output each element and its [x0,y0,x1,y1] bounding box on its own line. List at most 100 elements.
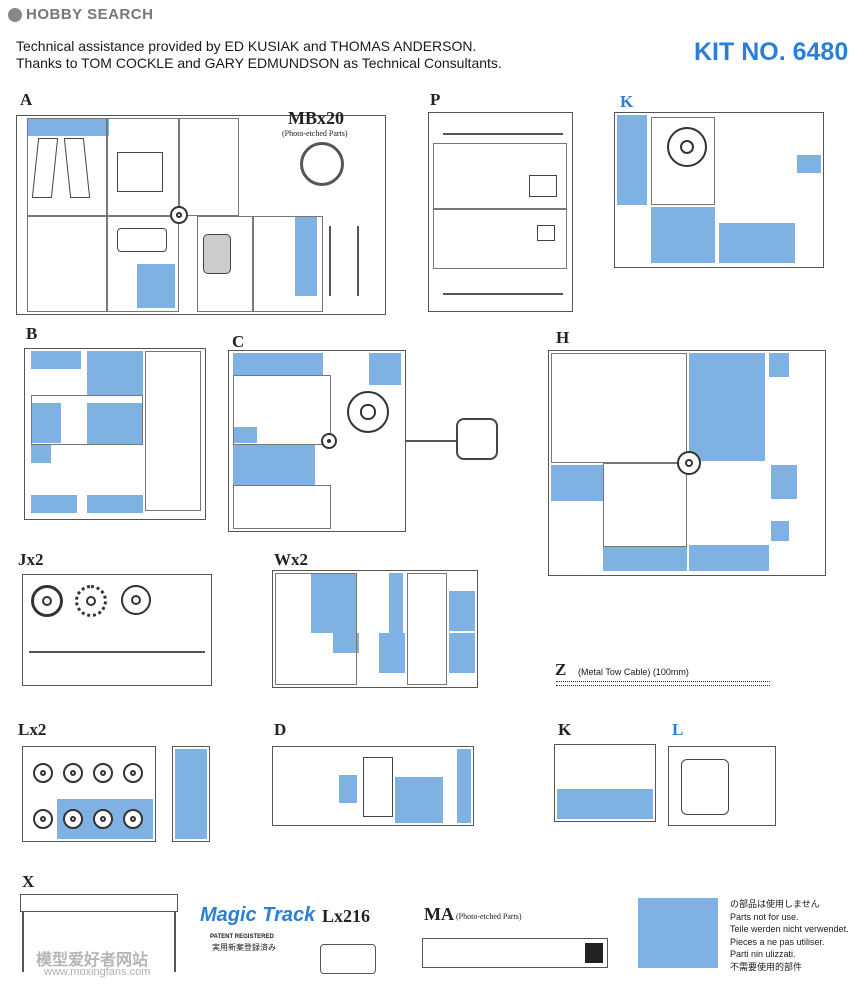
legend-line-en: Parts not for use. [730,911,799,922]
sprue-a-rod [329,226,331,296]
sprue-x-leg-right [174,912,176,972]
sprue-l2-wheel-5 [33,809,53,829]
sprue-l-label: L [672,720,684,739]
sprue-x-label: X [22,872,35,891]
sprue-a-gate-icon [170,206,188,224]
sprue-k-top-unused-right [797,155,821,173]
sprue-c-tow-rod [406,440,458,442]
sprue-a-part-hull [117,228,167,252]
sprue-j-ring-3 [121,585,151,615]
magic-track-logo: Magic Track [200,904,316,926]
mb-ring-part [300,142,344,186]
sprue-l2-side-unused [175,749,207,839]
sprue-d-unused-right [395,777,443,823]
sprue-a-label: A [20,90,33,109]
sprue-l-frame [668,746,776,826]
lx216-track-part [320,944,376,974]
sprue-b-unused-4 [87,403,143,445]
sprue-l2-wheel-2 [63,763,83,783]
legend-swatch [638,898,718,968]
sprue-w-unused-6 [449,633,475,673]
sprue-mb-note: (Photo-etched Parts) [282,129,348,138]
sprue-b-frame [24,348,206,520]
magic-track-patent: PATENT REGISTERED [210,934,274,940]
sprue-w-unused-1 [311,573,357,633]
sprue-b-unused-3 [31,403,61,443]
sprue-x-leg-left [22,912,24,972]
sprue-ma-label: MA [424,904,454,924]
sprue-p-bar-top [443,133,563,135]
sprue-b-cell-b [145,351,201,511]
sprue-b-cell-a [31,395,143,445]
sprue-l2-wheel-8 [123,809,143,829]
sprue-j-wheel-2 [75,585,107,617]
sprue-h-unused-bottom-left [603,547,687,571]
sprue-k-top-unused-9 [719,223,795,263]
sprue-b-unused-5 [31,445,51,463]
sprue-a-cell-2 [107,118,179,216]
sprue-a-cell-1 [27,118,107,216]
sprue-k-top-unused-12 [651,207,715,263]
sprue-k-top-frame [614,112,824,268]
sprue-a-cell-4 [27,216,107,312]
sprue-j-wheel-1 [31,585,63,617]
sprue-z-label: Z [555,660,567,679]
legend-line-jp: の部品は使用しません [730,899,820,909]
kit-number: KIT NO. 6480 [694,38,849,66]
credit-line-2: Thanks to TOM COCKLE and GARY EDMUNDSON … [16,55,502,71]
sprue-z-note: (Metal Tow Cable) (100mm) [578,667,689,677]
sprue-w-cell-a [275,573,357,685]
sprue-h-unused-left [551,465,603,501]
sprue-k-top-label: K [620,92,634,111]
legend-line-cn: 不需要使用的部件 [730,961,803,972]
sprue-ma-note: (Photo-etched Parts) [456,912,522,921]
sprue-d-unused-14 [339,775,357,803]
sprue-l2-label: Lx2 [18,720,47,739]
legend-line-fr: Pieces a ne pas utiliser. [730,936,825,947]
sprue-h-unused-6 [769,353,789,377]
sprue-mb-label: MBx20 [288,108,344,128]
sprue-c-unused-21 [369,353,401,385]
sprue-w-label: Wx2 [274,550,308,569]
sprue-d-part-main [363,757,393,817]
sprue-w-frame [272,570,478,688]
sprue-w-unused-4 [333,633,359,653]
sprue-p-part-12 [537,225,555,241]
sprue-a-rod-2 [357,226,359,296]
sprue-a-part-box [117,152,163,192]
sprue-a-cell-7 [253,216,323,312]
sprue-a-unused-top [27,118,109,136]
hobby-search-logo: HOBBY SEARCH [8,6,153,23]
sprue-b-unused-1 [31,351,81,369]
sprue-b-unused-2 [87,351,143,395]
sprue-j-frame [22,574,212,686]
sprue-p-bar-bottom [443,293,563,295]
ma-etch-fret [422,938,608,968]
sprue-l2-frame [22,746,156,842]
sprue-h-label: H [556,328,570,347]
sprue-a-unused-21 [295,216,317,296]
sprue-a-cell-5 [107,216,179,312]
sprue-k-bottom-unused [557,789,653,819]
sprue-b-label: B [26,324,38,343]
sprue-a-cell-6 [197,216,253,312]
legend-line-it: Parti nin ulizzati. [730,949,796,959]
sprue-x-chassis [20,894,178,912]
ma-etch-dark-block [585,943,603,963]
sprue-h-cell-a [551,353,687,463]
sprue-w-cell-b [407,573,447,685]
sprue-c-cell-a [233,375,331,445]
sprue-l2-wheel-6 [63,809,83,829]
credit-line-1: Technical assistance provided by ED KUSI… [16,38,477,54]
sprue-c-unused-bottom [233,445,315,485]
sprue-w-unused-3 [449,591,475,631]
logo-mark-icon [8,7,22,22]
sprue-d-unused-13 [457,749,471,823]
sprue-c-gate-icon [321,433,337,449]
sprue-c-cell-b [233,485,331,529]
sprue-c-unused-top [233,353,323,375]
sprue-k-top-hatch [667,127,707,167]
sprue-p-cell-2 [433,209,567,269]
magic-track-patent-jp: 実用新案登録済み [212,943,276,952]
sprue-c-frame [228,350,406,532]
